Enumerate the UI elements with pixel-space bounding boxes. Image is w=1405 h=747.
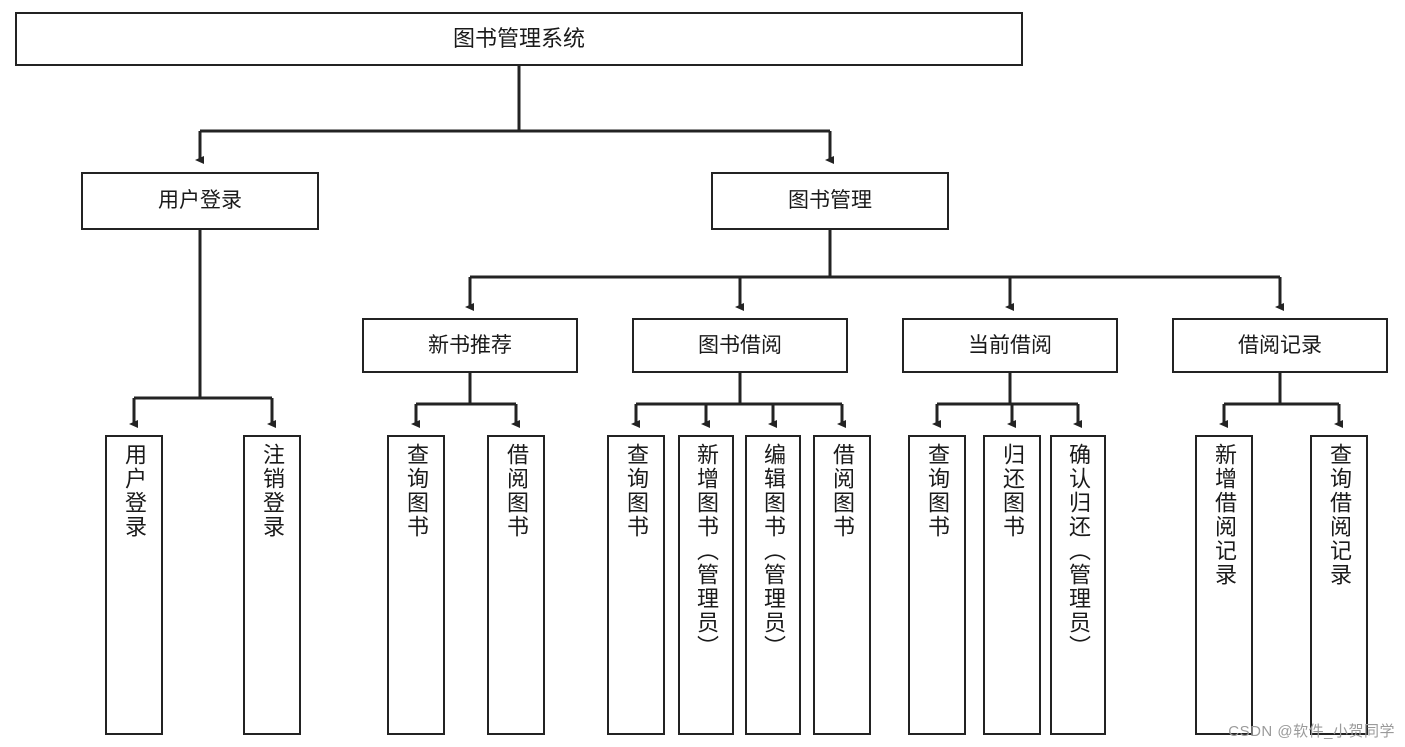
- node-leaf-query-book-cur-label: 查询图书: [925, 443, 950, 539]
- node-book-borrow[interactable]: 图书借阅: [632, 318, 848, 373]
- node-leaf-user-login-label: 用户登录: [122, 443, 147, 539]
- node-leaf-borrow-book-label: 借阅图书: [830, 443, 855, 539]
- node-user-login-label: 用户登录: [158, 189, 242, 213]
- node-leaf-confirm-return-label: 确认归还（管理员）: [1066, 443, 1091, 659]
- node-root[interactable]: 图书管理系统: [15, 12, 1023, 66]
- node-leaf-query-book-rec[interactable]: 查询图书: [387, 435, 445, 735]
- node-current-borrow[interactable]: 当前借阅: [902, 318, 1118, 373]
- node-book-manage[interactable]: 图书管理: [711, 172, 949, 230]
- node-book-borrow-label: 图书借阅: [698, 333, 782, 357]
- node-leaf-query-book-cur[interactable]: 查询图书: [908, 435, 966, 735]
- node-leaf-query-book[interactable]: 查询图书: [607, 435, 665, 735]
- node-leaf-return-book[interactable]: 归还图书: [983, 435, 1041, 735]
- node-root-label: 图书管理系统: [452, 25, 585, 51]
- node-leaf-query-book-rec-label: 查询图书: [404, 443, 429, 539]
- node-leaf-borrow-book-rec-label: 借阅图书: [504, 443, 529, 539]
- node-user-login[interactable]: 用户登录: [81, 172, 319, 230]
- node-leaf-user-logout-label: 注销登录: [260, 443, 285, 539]
- node-leaf-add-book[interactable]: 新增图书（管理员）: [678, 435, 734, 735]
- node-leaf-edit-book[interactable]: 编辑图书（管理员）: [745, 435, 801, 735]
- node-leaf-query-record[interactable]: 查询借阅记录: [1310, 435, 1368, 735]
- node-leaf-user-login[interactable]: 用户登录: [105, 435, 163, 735]
- node-leaf-return-book-label: 归还图书: [1000, 443, 1025, 539]
- node-borrow-record-label: 借阅记录: [1238, 333, 1322, 357]
- node-borrow-record[interactable]: 借阅记录: [1172, 318, 1388, 373]
- node-leaf-borrow-book-rec[interactable]: 借阅图书: [487, 435, 545, 735]
- node-leaf-borrow-book[interactable]: 借阅图书: [813, 435, 871, 735]
- node-leaf-confirm-return[interactable]: 确认归还（管理员）: [1050, 435, 1106, 735]
- node-book-manage-label: 图书管理: [788, 189, 872, 213]
- node-current-borrow-label: 当前借阅: [968, 333, 1052, 357]
- node-leaf-edit-book-label: 编辑图书（管理员）: [761, 443, 786, 659]
- node-leaf-add-record[interactable]: 新增借阅记录: [1195, 435, 1253, 735]
- node-new-book-rec[interactable]: 新书推荐: [362, 318, 578, 373]
- node-leaf-add-book-label: 新增图书（管理员）: [694, 443, 719, 659]
- node-leaf-query-record-label: 查询借阅记录: [1327, 443, 1352, 587]
- node-new-book-rec-label: 新书推荐: [428, 333, 512, 357]
- node-leaf-user-logout[interactable]: 注销登录: [243, 435, 301, 735]
- node-leaf-add-record-label: 新增借阅记录: [1212, 443, 1237, 587]
- watermark: CSDN @软件_小贺同学: [1228, 723, 1395, 740]
- node-leaf-query-book-label: 查询图书: [624, 443, 649, 539]
